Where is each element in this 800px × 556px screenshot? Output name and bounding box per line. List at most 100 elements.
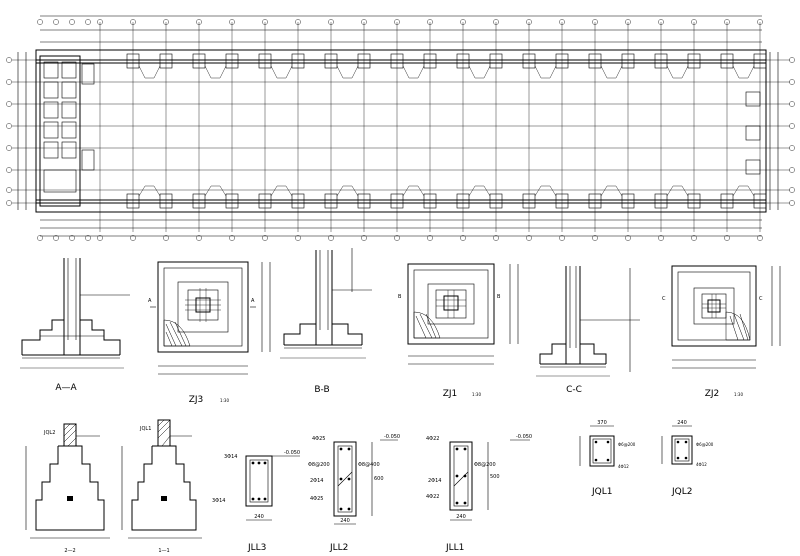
jll1-bottom-rebar: 4Φ22 <box>426 494 439 500</box>
footing-top <box>555 53 569 69</box>
footing-top <box>687 53 701 69</box>
grid-bubble-top <box>757 19 763 25</box>
grid-bubble-right <box>789 167 795 173</box>
footing-top <box>456 53 470 69</box>
grid-bubble-top <box>85 19 91 25</box>
jll1-stirrup: Φ8@200 <box>474 462 496 468</box>
building-outline <box>35 49 767 213</box>
zj2-mark-left: C <box>662 296 666 302</box>
beam-offset-bottom <box>468 185 491 197</box>
grid-bubble-right <box>789 200 795 206</box>
beam-jll2: 4Φ25 Φ8@200 Φ8@400 2Φ14 4Φ25 -0.050 240 … <box>308 434 400 553</box>
footing-zj2: C C ZJ2 1:30 <box>662 265 781 399</box>
grid-bubble-top <box>196 19 202 25</box>
footing-zj2-title: ZJ2 <box>705 389 720 399</box>
footing-bottom <box>324 193 338 209</box>
footing-bottom <box>588 193 602 209</box>
grid-bubble-right <box>789 57 795 63</box>
footing-top <box>357 53 371 69</box>
section-a-a-title: A—A <box>55 383 77 393</box>
footing-bottom <box>258 193 272 209</box>
grid-bubble-top <box>229 19 235 25</box>
grid-bubble-bottom <box>163 235 169 241</box>
grid-bubble-left <box>6 145 12 151</box>
beam-offset-bottom <box>666 185 689 197</box>
beam-offset-bottom <box>270 185 293 197</box>
jll1-top-rebar: 4Φ22 <box>426 436 439 442</box>
section-1-1: JQL1 1—1 <box>121 419 202 554</box>
zj3-mark-right: A <box>251 298 255 304</box>
zj1-mark-right: B <box>497 294 501 300</box>
grid-bubble-bottom <box>37 235 43 241</box>
jll3-bottom-rebar: 3Φ14 <box>212 498 225 504</box>
footing-bottom <box>159 193 173 209</box>
footing-top <box>390 53 404 69</box>
zj3-scale: 1:30 <box>220 398 229 403</box>
footing-top <box>225 53 239 69</box>
footing-bottom <box>489 193 503 209</box>
beam-offset-top <box>270 65 293 79</box>
grid-bubble-bottom <box>757 235 763 241</box>
grid-axis-bubbles <box>6 19 795 241</box>
grid-bubble-bottom <box>559 235 565 241</box>
grid-bubble-bottom <box>394 235 400 241</box>
jll1-elevation: -0.050 <box>516 434 532 440</box>
grid-bubble-bottom <box>229 235 235 241</box>
footing-bottom <box>687 193 701 209</box>
jll3-elevation: -0.050 <box>284 450 300 456</box>
grid-bubble-top <box>328 19 334 25</box>
grid-bubble-bottom <box>328 235 334 241</box>
footing-top <box>654 53 668 69</box>
beam-jll1: 4Φ22 Φ8@200 2Φ14 4Φ22 -0.050 240 500 JLL… <box>426 434 532 553</box>
beam-offset-top <box>600 65 623 79</box>
grid-bubble-bottom <box>427 235 433 241</box>
horizontal-grid-lines <box>12 59 790 204</box>
beam-jql1-title: JQL1 <box>591 487 612 497</box>
beam-offset-top <box>138 65 161 79</box>
grid-bubble-right <box>789 145 795 151</box>
beam-jll1-title: JLL1 <box>445 543 464 553</box>
grid-bubble-top <box>361 19 367 25</box>
jll2-elevation: -0.050 <box>384 434 400 440</box>
section-c-c: C-C <box>536 266 640 395</box>
footing-bottom <box>126 193 140 209</box>
zj1-mark-left: B <box>398 294 402 300</box>
footing-top <box>522 53 536 69</box>
footing-top <box>720 53 734 69</box>
jll1-height: 500 <box>490 474 500 480</box>
footing-top <box>258 53 272 69</box>
grid-bubble-bottom <box>295 235 301 241</box>
grid-bubble-bottom <box>53 235 59 241</box>
grid-bubble-top <box>69 19 75 25</box>
jql2-width: 240 <box>677 420 687 426</box>
jll2-height: 600 <box>374 476 384 482</box>
footing-zj1-title: ZJ1 <box>443 389 458 399</box>
grid-bubble-bottom <box>625 235 631 241</box>
grid-bubble-bottom <box>691 235 697 241</box>
footing-bottom <box>621 193 635 209</box>
jll1-width: 240 <box>456 514 466 520</box>
grid-bubble-top <box>53 19 59 25</box>
column-footings <box>126 53 767 209</box>
beam-offset-top <box>534 65 557 79</box>
section-a-a: A—A <box>20 258 130 393</box>
grid-bubble-top <box>37 19 43 25</box>
grid-bubble-top <box>526 19 532 25</box>
footing-zj1: B B ZJ1 1:30 <box>398 263 519 399</box>
grid-bubble-left <box>6 200 12 206</box>
footing-bottom <box>423 193 437 209</box>
grid-bubble-right <box>789 123 795 129</box>
grid-bubble-bottom <box>130 235 136 241</box>
grid-bubble-right <box>789 187 795 193</box>
footing-bottom <box>192 193 206 209</box>
footing-bottom <box>225 193 239 209</box>
beam-offset-bottom <box>138 185 161 197</box>
jll3-top-rebar: 3Φ14 <box>224 454 237 460</box>
jll1-mid-rebar: 2Φ14 <box>428 478 441 484</box>
footing-bottom <box>456 193 470 209</box>
grid-bubble-top <box>97 19 103 25</box>
jll2-bottom-rebar: 4Φ25 <box>310 496 323 502</box>
grid-bubble-top <box>163 19 169 25</box>
footing-top <box>126 53 140 69</box>
grid-bubble-left <box>6 123 12 129</box>
